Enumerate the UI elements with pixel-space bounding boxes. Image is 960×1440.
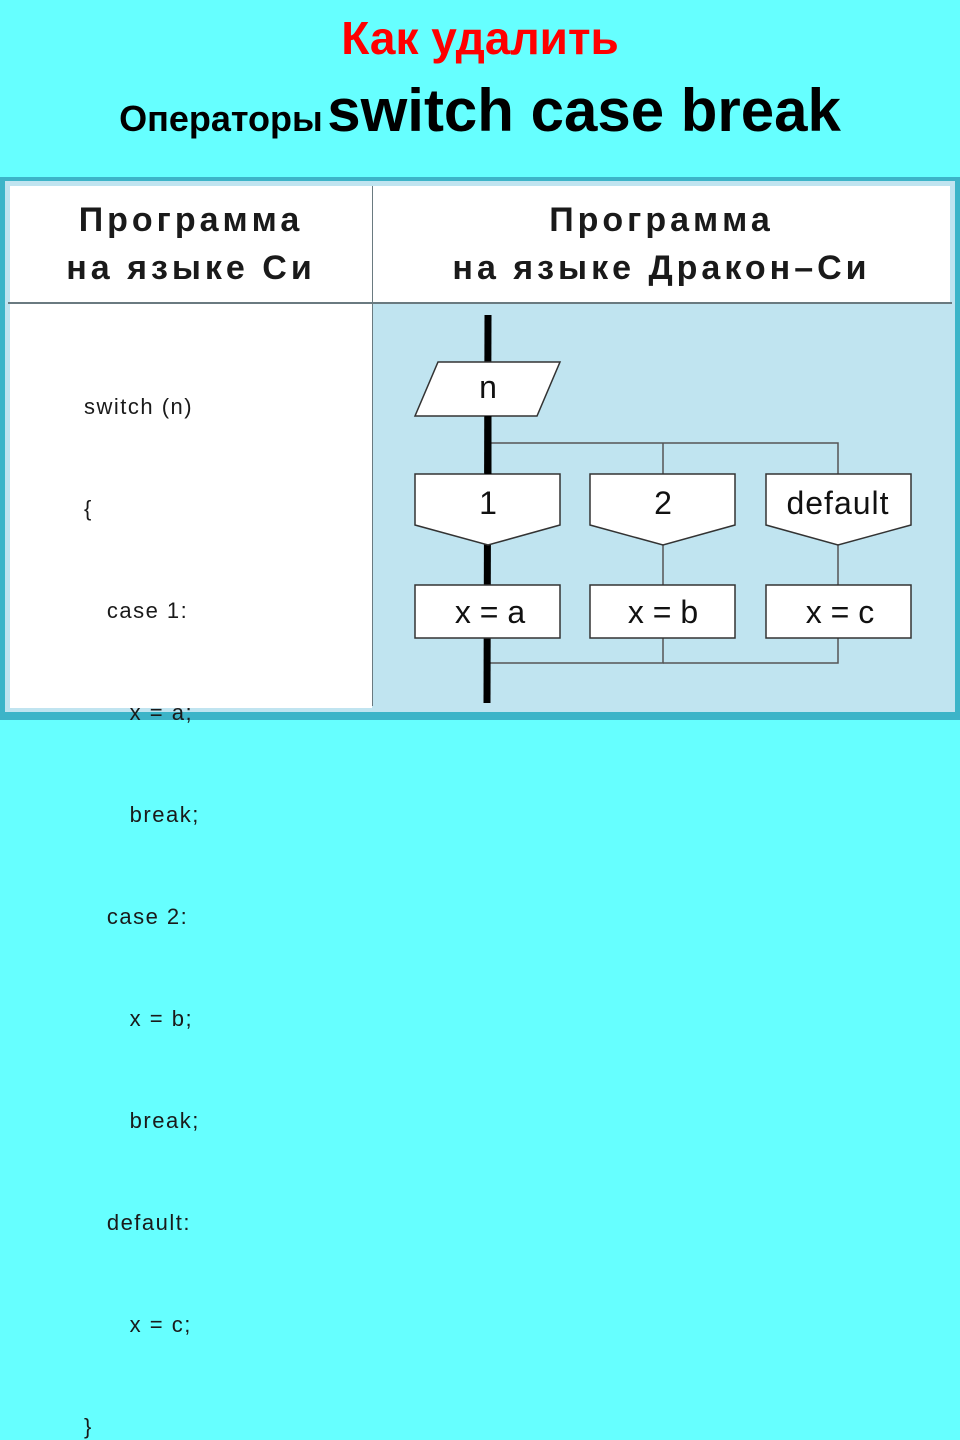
merge-connector [488,638,664,664]
header-left-line2: на языке Си [66,249,316,287]
title-line-2: Операторы switch case break [0,76,960,162]
code-line: break; [84,802,200,827]
column-divider [372,186,373,706]
code-line: case 2: [84,904,189,929]
action-label: x = a [455,594,525,630]
case-box-1: 1 [414,473,561,546]
code-line: x = c; [84,1312,192,1337]
header-left-line1: Программа [78,201,304,239]
input-shape [413,361,562,417]
title-keywords: switch case break [327,77,841,144]
action-box-1: x = a [414,584,561,639]
title-line-1: Как удалить [341,12,619,64]
header-right-line1: Программа [549,201,774,239]
code-line: case 1: [84,598,189,623]
case-label: default [786,485,889,521]
branch-connector [488,442,839,474]
code-line: x = b; [84,1006,194,1031]
code-line: } [84,1414,93,1439]
case-label: 2 [654,485,672,521]
code-line: break; [84,1108,200,1133]
case-label: 1 [479,485,497,521]
header-c-program: Программа на языке Си [10,186,372,302]
merge-connector [663,638,839,664]
action-box-2: x = b [589,584,736,639]
frame-border-bottom [0,712,960,720]
code-line: switch (n) [84,394,194,419]
header-drakon-program: Программа на языке Дракон–Си [373,186,950,302]
code-line: x = a; [84,700,194,725]
drakon-diagram: n 1 2 default x = a x = b x = c [413,314,912,704]
action-label: x = c [806,594,874,630]
case-box-default: default [765,473,912,546]
frame-border-left [0,177,5,720]
action-box-3: x = c [765,584,912,639]
header-right-line2: на языке Дракон–Си [452,249,871,287]
frame-border-right [955,177,960,720]
action-label: x = b [628,594,698,630]
input-label: n [479,369,497,405]
header-divider [8,302,952,304]
code-panel [10,304,372,708]
case-box-2: 2 [589,473,736,546]
code-line: default: [84,1210,192,1235]
code-line: { [84,496,93,521]
title-prefix: Операторы [119,98,323,139]
